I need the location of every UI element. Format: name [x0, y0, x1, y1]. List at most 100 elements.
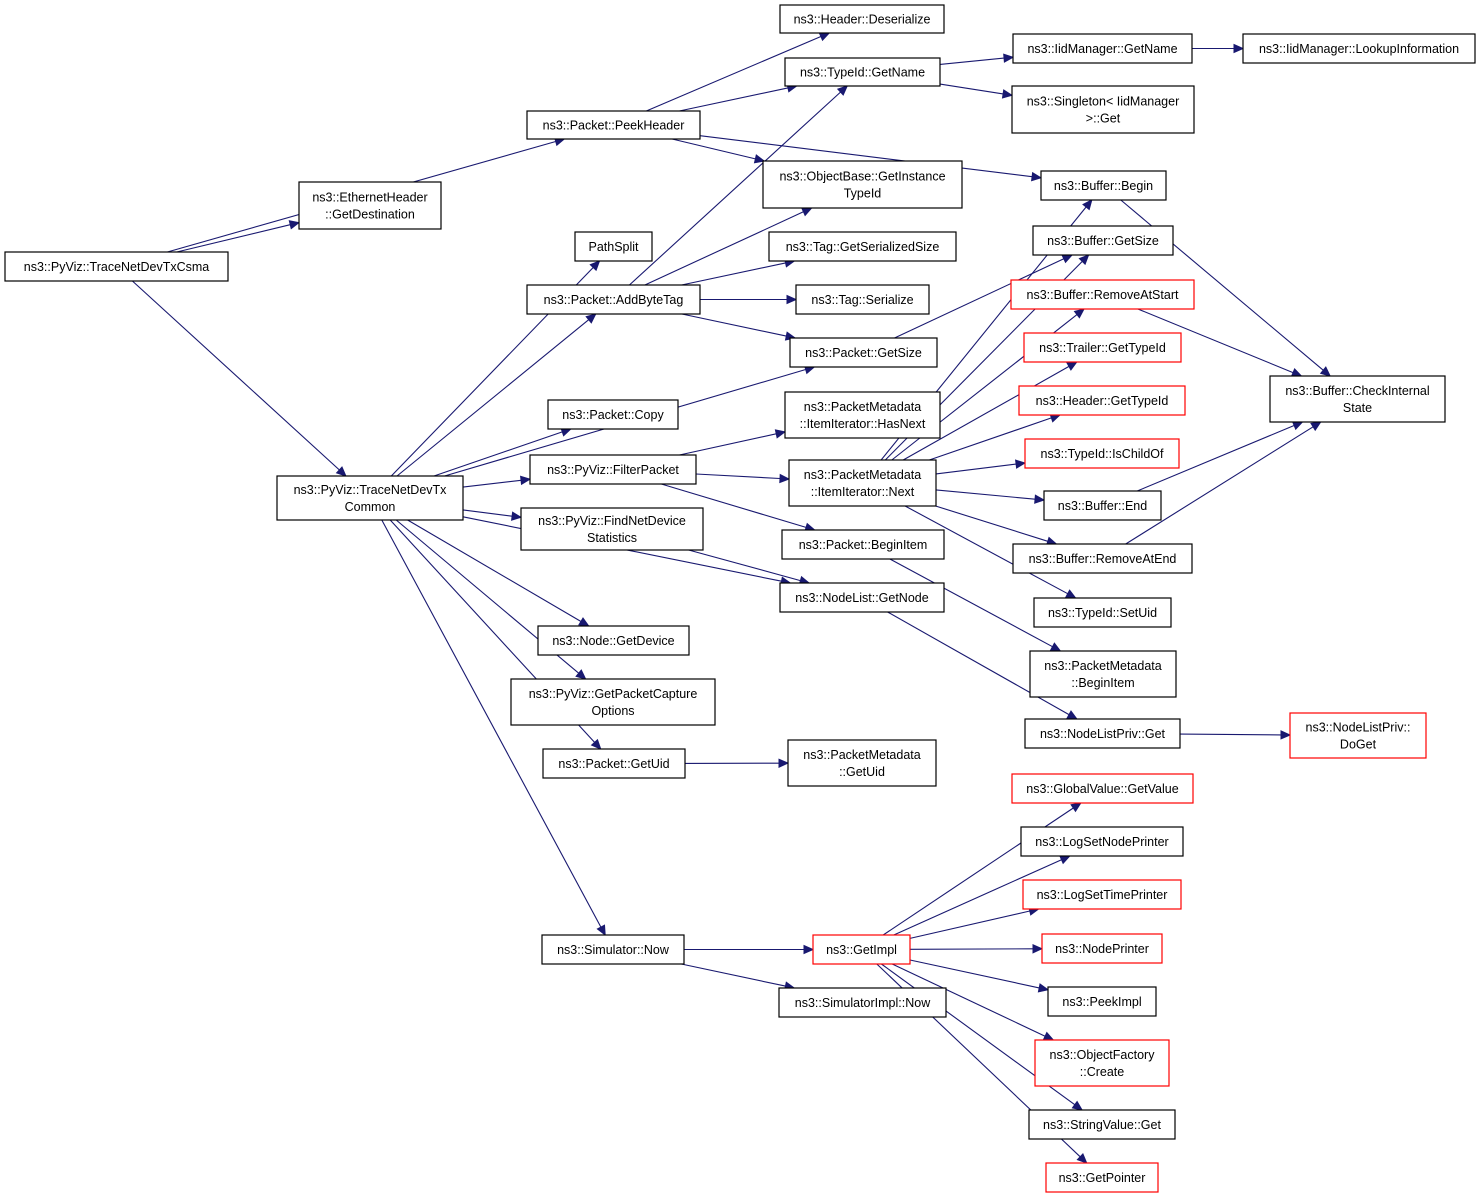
node-box[interactable] — [1029, 650, 1177, 698]
node-trailertid[interactable]: ns3::Trailer::GetTypeId — [1023, 332, 1182, 363]
node-box[interactable] — [779, 582, 945, 613]
node-bufbegin[interactable]: ns3::Buffer::Begin — [1040, 170, 1167, 201]
node-objfactory[interactable]: ns3::ObjectFactory::Create — [1034, 1039, 1170, 1087]
node-box[interactable] — [574, 231, 653, 262]
node-tagsersize[interactable]: ns3::Tag::GetSerializedSize — [768, 231, 957, 262]
node-box[interactable] — [781, 529, 945, 560]
node-box[interactable] — [1012, 33, 1193, 64]
node-box[interactable] — [520, 507, 704, 551]
node-pktsize[interactable]: ns3::Packet::GetSize — [789, 337, 938, 368]
node-getimpl[interactable]: ns3::GetImpl — [812, 934, 911, 965]
node-box[interactable] — [795, 284, 930, 315]
node-box[interactable] — [1028, 1109, 1176, 1140]
node-box[interactable] — [537, 625, 690, 656]
node-getpointer[interactable]: ns3::GetPointer — [1045, 1162, 1159, 1193]
node-box[interactable] — [1032, 225, 1174, 256]
node-bufremstart[interactable]: ns3::Buffer::RemoveAtStart — [1010, 279, 1195, 310]
node-box[interactable] — [4, 251, 229, 282]
node-bufend[interactable]: ns3::Buffer::End — [1043, 490, 1162, 521]
node-box[interactable] — [1034, 1039, 1170, 1087]
node-hasnext[interactable]: ns3::PacketMetadata::ItemIterator::HasNe… — [784, 391, 941, 439]
node-gvget[interactable]: ns3::GlobalValue::GetValue — [1011, 773, 1194, 804]
node-strget[interactable]: ns3::StringValue::Get — [1028, 1109, 1176, 1140]
node-addbytetag[interactable]: ns3::Packet::AddByteTag — [526, 284, 701, 315]
node-doget[interactable]: ns3::NodeListPriv::DoGet — [1289, 712, 1427, 759]
node-box[interactable] — [529, 454, 697, 485]
node-box[interactable] — [1043, 490, 1162, 521]
node-ethdst[interactable]: ns3::EthernetHeader::GetDestination — [298, 181, 442, 230]
node-ischild[interactable]: ns3::TypeId::IsChildOf — [1024, 438, 1180, 469]
node-box[interactable] — [1040, 170, 1167, 201]
node-box[interactable] — [1024, 718, 1181, 749]
node-setuid[interactable]: ns3::TypeId::SetUid — [1033, 597, 1172, 628]
node-box[interactable] — [526, 110, 701, 140]
node-box[interactable] — [788, 459, 937, 507]
node-box[interactable] — [298, 181, 442, 230]
node-box[interactable] — [1018, 385, 1186, 416]
node-peekimpl[interactable]: ns3::PeekImpl — [1047, 986, 1157, 1017]
node-box[interactable] — [526, 284, 701, 315]
node-copy[interactable]: ns3::Packet::Copy — [547, 399, 679, 430]
node-pktuid[interactable]: ns3::Packet::GetUid — [542, 748, 686, 779]
node-root[interactable]: ns3::PyViz::TraceNetDevTxCsma — [4, 251, 229, 282]
node-box[interactable] — [1047, 986, 1157, 1017]
node-now[interactable]: ns3::Simulator::Now — [541, 934, 685, 965]
node-pathsplit[interactable]: PathSplit — [574, 231, 653, 262]
node-simnow[interactable]: ns3::SimulatorImpl::Now — [778, 987, 947, 1018]
node-box[interactable] — [1011, 773, 1194, 804]
node-tagser[interactable]: ns3::Tag::Serialize — [795, 284, 930, 315]
node-lookup[interactable]: ns3::IidManager::LookupInformation — [1242, 33, 1476, 64]
node-filter[interactable]: ns3::PyViz::FilterPacket — [529, 454, 697, 485]
node-box[interactable] — [542, 748, 686, 779]
node-box[interactable] — [1289, 712, 1427, 759]
node-beginitem[interactable]: ns3::Packet::BeginItem — [781, 529, 945, 560]
node-headertid[interactable]: ns3::Header::GetTypeId — [1018, 385, 1186, 416]
node-nlpget[interactable]: ns3::NodeListPriv::Get — [1024, 718, 1181, 749]
node-pmuid[interactable]: ns3::PacketMetadata::GetUid — [787, 739, 937, 787]
node-box[interactable] — [510, 678, 716, 726]
node-box[interactable] — [1012, 543, 1193, 574]
node-box[interactable] — [1242, 33, 1476, 64]
node-getdevice[interactable]: ns3::Node::GetDevice — [537, 625, 690, 656]
node-bufremend[interactable]: ns3::Buffer::RemoveAtEnd — [1012, 543, 1193, 574]
node-box[interactable] — [1023, 332, 1182, 363]
node-box[interactable] — [1020, 826, 1184, 857]
node-peekhdr[interactable]: ns3::Packet::PeekHeader — [526, 110, 701, 140]
node-box[interactable] — [787, 739, 937, 787]
node-deser[interactable]: ns3::Header::Deserialize — [779, 4, 945, 34]
node-getnode[interactable]: ns3::NodeList::GetNode — [779, 582, 945, 613]
node-tidname[interactable]: ns3::TypeId::GetName — [784, 57, 941, 87]
node-box[interactable] — [762, 160, 963, 209]
node-singleton[interactable]: ns3::Singleton< IidManager>::Get — [1011, 85, 1195, 134]
node-box[interactable] — [1269, 375, 1446, 423]
node-box[interactable] — [276, 475, 464, 521]
node-pmbegin[interactable]: ns3::PacketMetadata::BeginItem — [1029, 650, 1177, 698]
node-box[interactable] — [541, 934, 685, 965]
node-box[interactable] — [768, 231, 957, 262]
node-box[interactable] — [778, 987, 947, 1018]
node-iidname[interactable]: ns3::IidManager::GetName — [1012, 33, 1193, 64]
node-box[interactable] — [1045, 1162, 1159, 1193]
node-box[interactable] — [1010, 279, 1195, 310]
node-box[interactable] — [1041, 933, 1163, 964]
node-bufsize[interactable]: ns3::Buffer::GetSize — [1032, 225, 1174, 256]
node-box[interactable] — [1022, 879, 1182, 910]
node-box[interactable] — [1011, 85, 1195, 134]
node-box[interactable] — [1033, 597, 1172, 628]
node-box[interactable] — [1024, 438, 1180, 469]
node-box[interactable] — [547, 399, 679, 430]
node-box[interactable] — [784, 57, 941, 87]
node-logtime[interactable]: ns3::LogSetTimePrinter — [1022, 879, 1182, 910]
node-box[interactable] — [812, 934, 911, 965]
node-box[interactable] — [779, 4, 945, 34]
node-box[interactable] — [784, 391, 941, 439]
node-next[interactable]: ns3::PacketMetadata::ItemIterator::Next — [788, 459, 937, 507]
node-lognode[interactable]: ns3::LogSetNodePrinter — [1020, 826, 1184, 857]
node-nodeprinter[interactable]: ns3::NodePrinter — [1041, 933, 1163, 964]
node-box[interactable] — [789, 337, 938, 368]
